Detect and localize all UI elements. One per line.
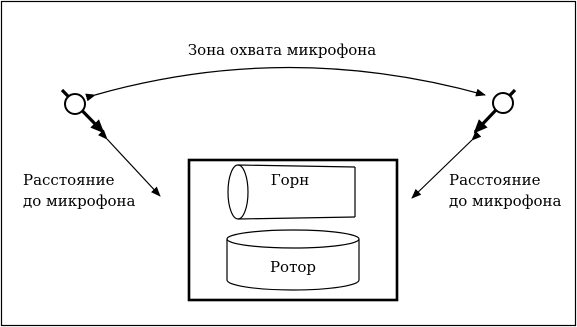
left-distance-arrow — [97, 129, 161, 197]
device-box — [187, 158, 399, 302]
horn-shape — [227, 164, 356, 220]
coverage-zone-label: Зона охвата микрофона — [188, 41, 376, 59]
right-distance-label-line2: до микрофона — [449, 192, 561, 210]
left-distance-label-line2: до микрофона — [23, 192, 135, 210]
left-distance-label-line1: Расстояние — [23, 171, 115, 189]
rotor-label: Ротор — [270, 258, 316, 276]
right-distance-label-line1: Расстояние — [449, 171, 541, 189]
coverage-zone-arc — [85, 66, 486, 102]
left-microphone-icon — [60, 88, 105, 134]
rotor-shape — [226, 229, 360, 291]
horn-label: Горн — [271, 171, 310, 189]
right-microphone-icon — [473, 88, 517, 134]
right-distance-arrow — [411, 130, 482, 199]
